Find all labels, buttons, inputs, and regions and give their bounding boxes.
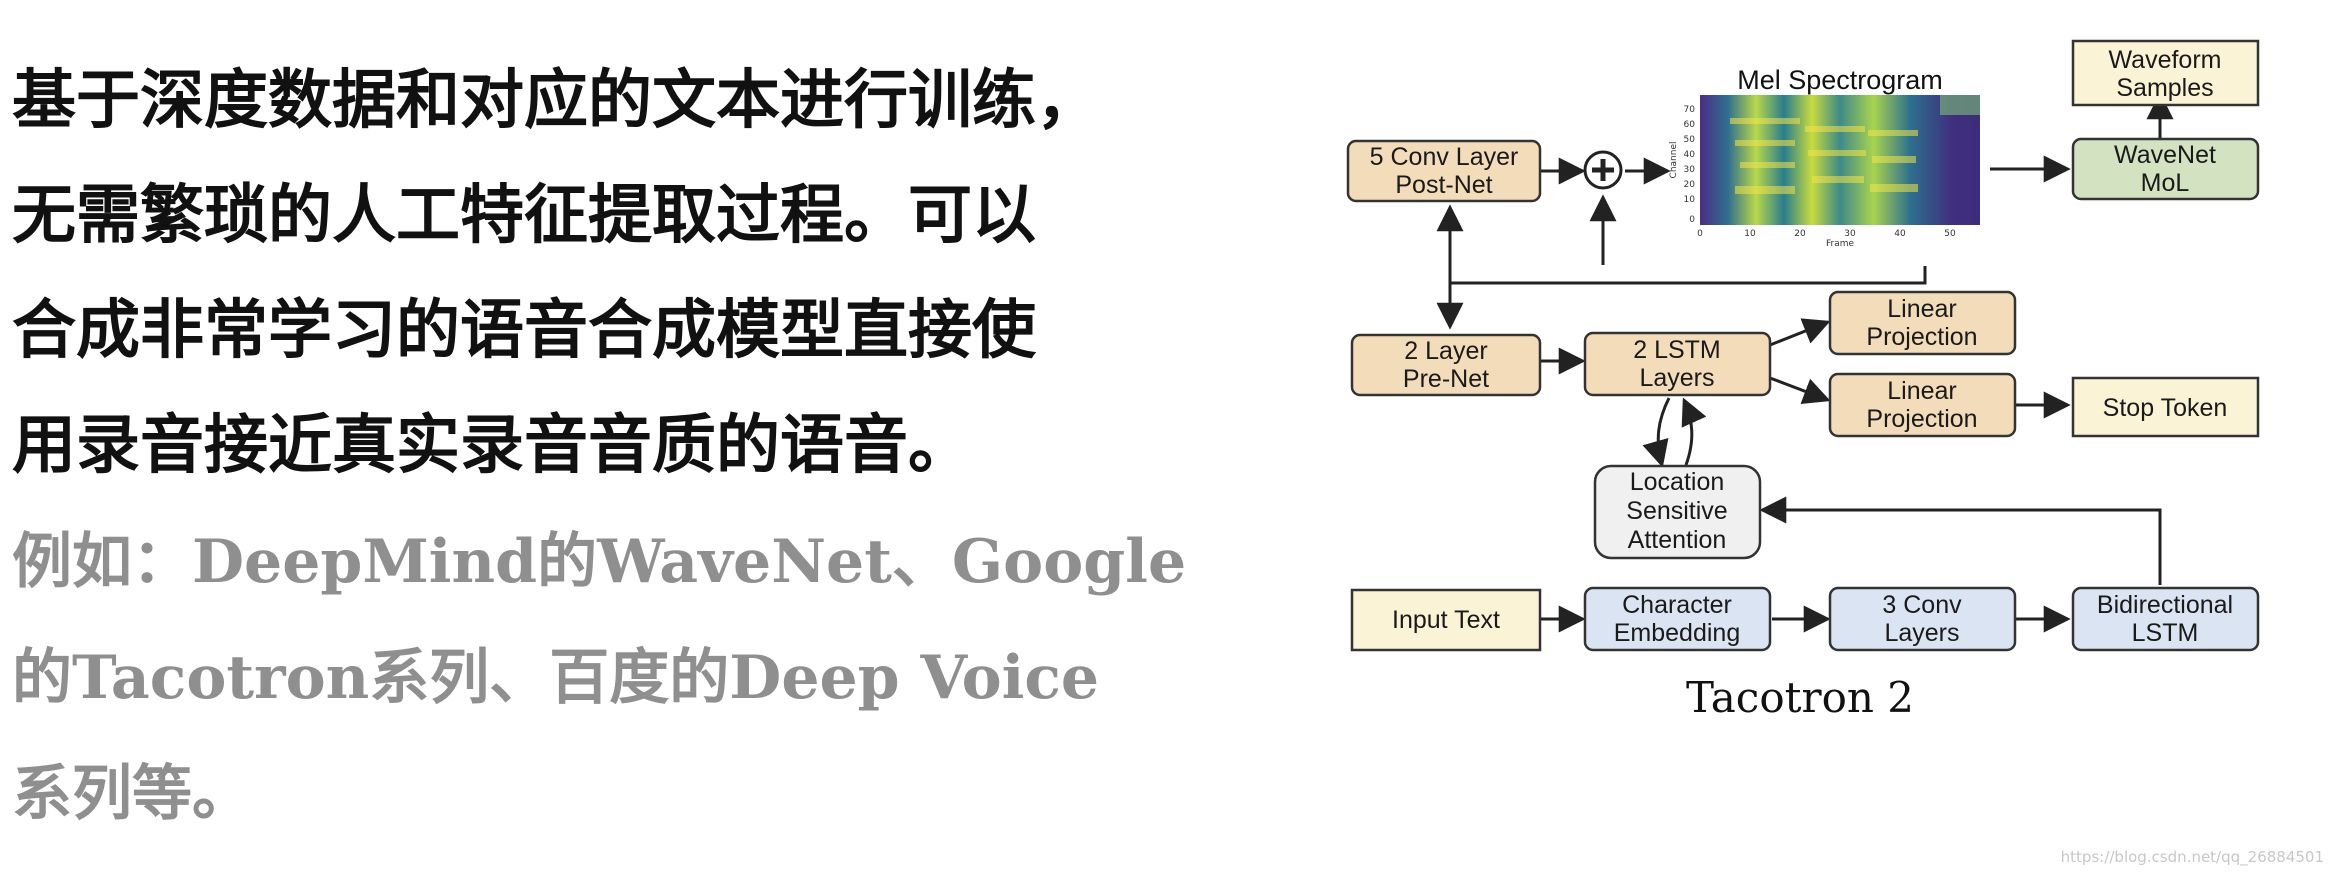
lstm-label-1: 2 LSTM [1633, 336, 1721, 364]
attention-block: Location Sensitive Attention [1593, 464, 1762, 560]
spectrogram-xtick: 0 [1697, 229, 1703, 239]
spectrogram-ytick: 0 [1689, 215, 1695, 225]
conv3-label-2: Layers [1884, 619, 1959, 647]
main-line-3: 合成非常学习的语音合成模型直接使 [12, 294, 1036, 368]
spectrogram-ytick: 20 [1684, 180, 1696, 190]
attention-label-3: Attention [1628, 526, 1727, 554]
postnet-label-1: 5 Conv Layer [1370, 143, 1519, 171]
waveform-block: Waveform Samples [2071, 39, 2260, 107]
wavenet-label-1: WaveNet [2114, 141, 2216, 169]
spectrogram-ytick: 10 [1684, 195, 1696, 205]
spectrogram-xtick: 10 [1744, 229, 1756, 239]
bilstm-label-1: Bidirectional [2097, 591, 2233, 619]
linear1-label-2: Projection [1866, 323, 1977, 351]
embedding-label-1: Character [1622, 591, 1732, 619]
sum-node [1583, 150, 1623, 190]
linear2-label-2: Projection [1866, 405, 1977, 433]
lstm-block: 2 LSTM Layers [1583, 331, 1772, 397]
spectrogram-ytick: 40 [1684, 150, 1696, 160]
example-line-2: 的Tacotron系列、百度的Deep Voice [12, 643, 1100, 713]
attention-label-1: Location [1630, 468, 1725, 496]
attention-label-2: Sensitive [1626, 497, 1727, 525]
spectrogram-xtick: 30 [1844, 229, 1856, 239]
linear-projection-block-1: Linear Projection [1828, 290, 2017, 356]
input-text-block: Input Text [1350, 588, 1542, 652]
description-text: 基于深度数据和对应的文本进行训练， 无需繁琐的人工特征提取过程。可以 合成非常学… [12, 44, 1242, 852]
lstm-label-2: Layers [1639, 364, 1714, 392]
wavenet-label-2: MoL [2141, 169, 2190, 197]
prenet-block: 2 Layer Pre-Net [1350, 333, 1542, 397]
conv-layers-block: 3 Conv Layers [1828, 586, 2017, 652]
spectrogram-xtick: 40 [1894, 229, 1906, 239]
main-line-1: 基于深度数据和对应的文本进行训练， [12, 64, 1100, 138]
spectrogram-y-label: Channel [1669, 142, 1679, 179]
spectrogram-ytick: 30 [1684, 165, 1696, 175]
embedding-label-2: Embedding [1614, 619, 1740, 647]
bilstm-label-2: LSTM [2132, 619, 2199, 647]
spectrogram-x-label: Frame [1826, 239, 1855, 249]
linear-projection-block-2: Linear Projection [1828, 372, 2017, 438]
conv3-label-1: 3 Conv [1882, 591, 1962, 619]
spectrogram-ytick: 70 [1684, 105, 1696, 115]
postnet-label-2: Post-Net [1395, 171, 1492, 199]
bidirectional-lstm-block: Bidirectional LSTM [2071, 586, 2260, 652]
watermark: https://blog.csdn.net/qq_26884501 [2060, 848, 2324, 866]
example-text: 例如：DeepMind的WaveNet、Google 的Tacotron系列、百… [12, 504, 1242, 852]
spectrogram-xtick: 50 [1944, 229, 1956, 239]
spectrogram-xtick: 20 [1794, 229, 1806, 239]
spectrogram-ytick: 60 [1684, 120, 1696, 130]
prenet-label-2: Pre-Net [1403, 365, 1489, 393]
example-line-3: 系列等。 [12, 759, 252, 829]
main-line-4: 用录音接近真实录音音质的语音。 [12, 409, 972, 483]
prenet-label-1: 2 Layer [1404, 337, 1487, 365]
waveform-label-2: Samples [2116, 74, 2213, 102]
input-text-label: Input Text [1392, 606, 1500, 634]
stop-token-block: Stop Token [2071, 376, 2260, 438]
example-line-1: 例如：DeepMind的WaveNet、Google [12, 527, 1187, 597]
mel-spectrogram: Channel 70 60 50 40 30 20 10 0 0 10 20 3… [1669, 95, 1980, 249]
postnet-block: 5 Conv Layer Post-Net [1346, 139, 1542, 203]
spectrogram-title: Mel Spectrogram [1737, 65, 1943, 95]
stop-token-label: Stop Token [2103, 394, 2228, 422]
linear2-label-1: Linear [1887, 377, 1957, 405]
main-line-2: 无需繁琐的人工特征提取过程。可以 [12, 179, 1036, 253]
spectrogram-ytick: 50 [1684, 135, 1696, 145]
waveform-label-1: Waveform [2109, 46, 2222, 74]
wavenet-block: WaveNet MoL [2071, 137, 2260, 201]
diagram-caption: Tacotron 2 [1686, 673, 1914, 722]
linear1-label-1: Linear [1887, 295, 1957, 323]
character-embedding-block: Character Embedding [1583, 586, 1772, 652]
